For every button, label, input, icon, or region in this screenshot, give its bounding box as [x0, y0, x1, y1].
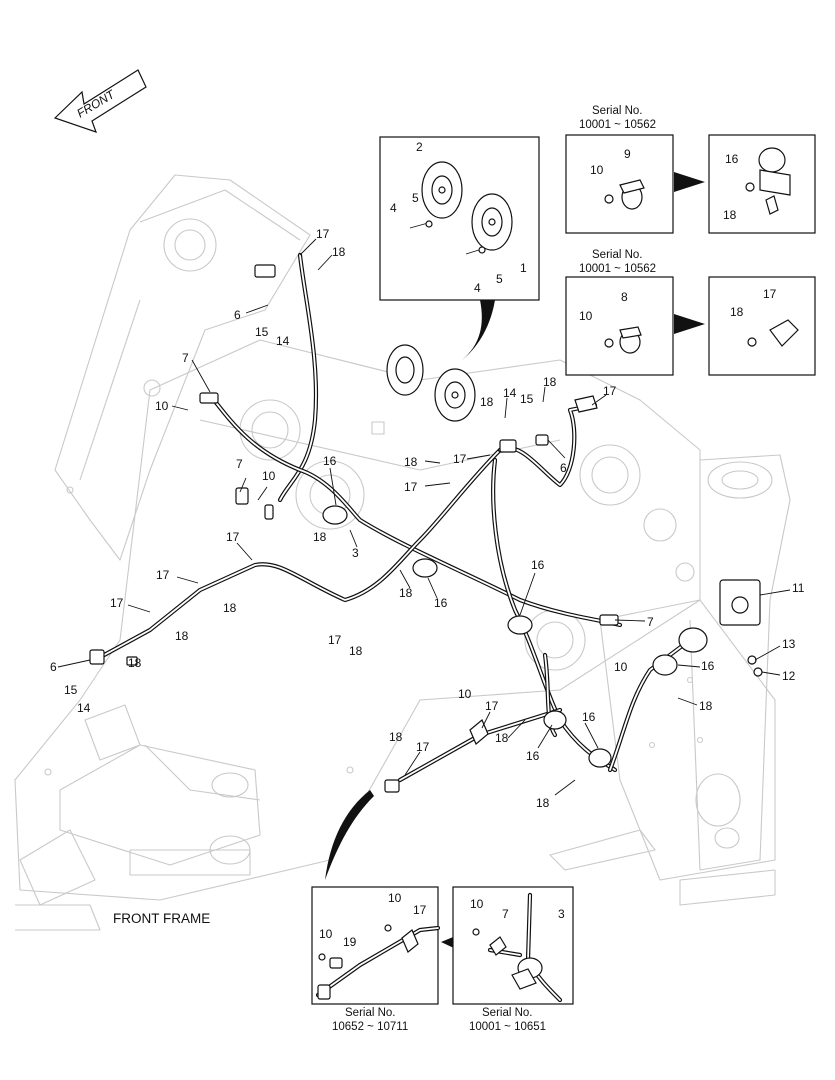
- callout-main-6: 10: [155, 399, 169, 413]
- callout-main-19: 3: [352, 546, 359, 560]
- horn-callout-5a: 5: [412, 191, 419, 205]
- callout-main-0: 17: [316, 227, 330, 241]
- callout-main-3: 15: [255, 325, 269, 339]
- callout-main-41: 18: [699, 699, 713, 713]
- bl-inset-callout-17: 17: [413, 903, 427, 917]
- serial-inset-1-callout-9: 9: [624, 147, 631, 161]
- serial-inset-2-callout-10: 10: [579, 309, 593, 323]
- bl-inset-callout-10a: 10: [388, 891, 402, 905]
- callout-main-45: 16: [526, 749, 540, 763]
- callout-main-16: 17: [453, 452, 467, 466]
- horn-callout-4b: 4: [474, 281, 481, 295]
- callout-main-7: 14: [503, 386, 517, 400]
- callout-main-29: 14: [77, 701, 91, 715]
- serial-inset-2-range: 10001 ~ 10562: [579, 263, 656, 275]
- callout-main-4: 14: [276, 334, 290, 348]
- serial-inset-1-title: Serial No.: [592, 105, 643, 117]
- callout-main-22: 17: [156, 568, 170, 582]
- callout-main-38: 16: [701, 659, 715, 673]
- callout-main-27: 6: [50, 660, 57, 674]
- callout-main-14: 16: [323, 454, 337, 468]
- horn-assembly: [386, 344, 476, 422]
- callout-main-46: 18: [495, 731, 509, 745]
- leader-lines: [57, 238, 791, 796]
- horn-inset: 2 4 5 5 4 1: [379, 136, 540, 360]
- horn-callout-2: 2: [416, 140, 423, 154]
- callout-main-40: 18: [349, 644, 363, 658]
- serial-inset-1-callout-16: 16: [725, 152, 739, 166]
- br-inset-callout-10: 10: [470, 897, 484, 911]
- bl-inset-callout-19: 19: [343, 935, 357, 949]
- inset-pointer: [325, 790, 374, 880]
- front-frame-label: FRONT FRAME: [113, 911, 210, 926]
- br-inset-callout-7: 7: [502, 907, 509, 921]
- callout-main-18: 18: [404, 455, 418, 469]
- serial-inset-1-range: 10001 ~ 10562: [579, 119, 656, 131]
- callout-main-48: 18: [389, 730, 403, 744]
- callout-main-32: 16: [531, 558, 545, 572]
- bl-inset-range: 10652 ~ 10711: [332, 1021, 408, 1033]
- serial-inset-1-callout-18: 18: [723, 208, 737, 222]
- main-callouts: 17 18 6 15 14 7 10 14 18 15 17 18 7 10 1…: [50, 227, 805, 810]
- callout-main-25: 18: [175, 629, 189, 643]
- callout-main-9: 15: [520, 392, 534, 406]
- callout-main-42: 10: [458, 687, 472, 701]
- callout-main-20: 6: [560, 461, 567, 475]
- serial-inset-2: Serial No. 10001 ~ 10562 10 8 18 17: [565, 249, 816, 376]
- callout-main-39: 17: [328, 633, 342, 647]
- callout-main-35: 13: [782, 637, 796, 651]
- front-frame-outline: [14, 174, 791, 931]
- callout-main-17: 17: [404, 480, 418, 494]
- serial-inset-2-callout-17: 17: [763, 287, 777, 301]
- br-inset-callout-3: 3: [558, 907, 565, 921]
- callout-main-44: 16: [582, 710, 596, 724]
- callout-main-1: 18: [332, 245, 346, 259]
- serial-inset-1-callout-10: 10: [590, 163, 604, 177]
- callout-main-10: 17: [603, 384, 617, 398]
- callout-main-12: 7: [236, 457, 243, 471]
- wiring-harness: [92, 252, 693, 783]
- callout-main-24: 18: [223, 601, 237, 615]
- front-arrow: FRONT: [53, 69, 147, 133]
- callout-main-21: 17: [226, 530, 240, 544]
- callout-main-26: 18: [128, 656, 142, 670]
- callout-main-33: 7: [647, 615, 654, 629]
- bottom-right-inset: 10 7 3 Serial No. 10001 ~ 10651: [452, 886, 574, 1033]
- horn-callout-4a: 4: [390, 201, 397, 215]
- horn-callout-5b: 5: [496, 272, 503, 286]
- serial-inset-2-callout-8: 8: [621, 290, 628, 304]
- callout-main-13: 10: [262, 469, 276, 483]
- callout-main-43: 17: [485, 699, 499, 713]
- callout-main-47: 17: [416, 740, 430, 754]
- callout-main-2: 6: [234, 308, 241, 322]
- callout-main-49: 18: [536, 796, 550, 810]
- callout-main-11: 18: [480, 395, 494, 409]
- callout-main-36: 12: [782, 669, 796, 683]
- callout-main-37: 10: [614, 660, 628, 674]
- callout-main-8: 18: [543, 375, 557, 389]
- callout-main-30: 16: [434, 596, 448, 610]
- callout-main-34: 11: [792, 581, 805, 595]
- bl-inset-callout-10b: 10: [319, 927, 333, 941]
- br-inset-title: Serial No.: [482, 1007, 533, 1019]
- serial-inset-1: Serial No. 10001 ~ 10562 10 9 16 18: [565, 105, 816, 234]
- br-inset-range: 10001 ~ 10651: [469, 1021, 546, 1033]
- serial-inset-2-title: Serial No.: [592, 249, 643, 261]
- bl-inset-title: Serial No.: [345, 1007, 396, 1019]
- horn-callout-1: 1: [520, 261, 527, 275]
- callout-main-15: 18: [313, 530, 327, 544]
- callout-main-28: 15: [64, 683, 78, 697]
- serial-inset-2-callout-18: 18: [730, 305, 744, 319]
- callout-main-31: 18: [399, 586, 413, 600]
- callout-main-23: 17: [110, 596, 124, 610]
- bottom-left-inset: 10 17 10 19 Serial No. 10652 ~ 10711: [311, 886, 441, 1033]
- clamps-and-connectors: [89, 264, 763, 793]
- callout-main-5: 7: [182, 351, 189, 365]
